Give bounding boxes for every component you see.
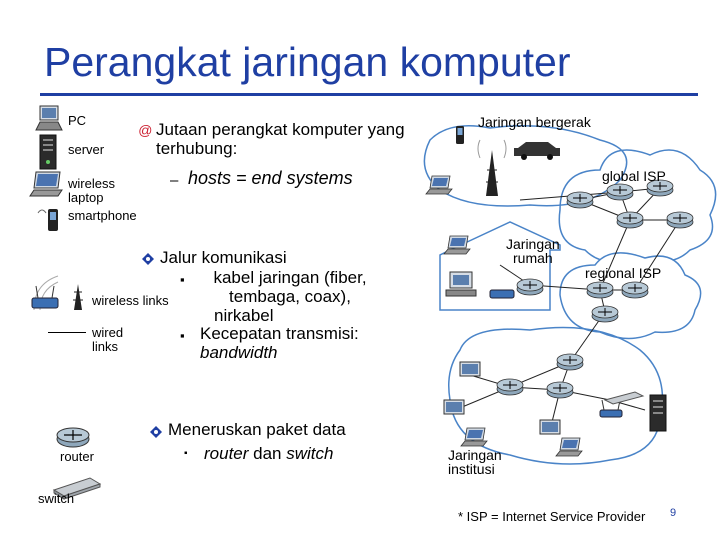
- institution-network-label-line2: institusi: [448, 461, 495, 477]
- bullet2-sub2-marker: ▪: [180, 328, 185, 343]
- institution-pc-icon: [443, 399, 465, 415]
- institution-pc-icon: [539, 419, 561, 435]
- legend-switch-label: switch: [38, 491, 75, 506]
- mobile-network-label: Jaringan bergerak: [478, 114, 591, 130]
- legend-server-label: server: [68, 142, 105, 157]
- institution-network-label-line1: Jaringan: [448, 447, 502, 463]
- regional-isp-router: [586, 281, 614, 299]
- home-router: [516, 278, 544, 296]
- bullet2-marker-icon: [142, 253, 154, 265]
- legend-smartphone-label: smartphone: [68, 208, 137, 223]
- bullet3-marker-icon: [150, 426, 162, 438]
- laptop-icon: [460, 427, 488, 447]
- laptop-icon: [555, 437, 583, 457]
- bullet1-text: Jutaan perangkat komputer yang terhubung…: [156, 120, 426, 158]
- legend-wireless-links-label: wireless links: [92, 293, 169, 308]
- router-icon: [56, 427, 90, 448]
- bullet2-sub2: Kecepatan transmisi: bandwidth: [200, 324, 359, 362]
- legend-wireless-laptop-label: wireless laptop: [68, 176, 115, 205]
- regional-isp-router: [621, 281, 649, 299]
- institution-router: [496, 378, 524, 396]
- global-isp-router: [566, 191, 594, 209]
- network-diagram: [423, 124, 717, 465]
- bullet2-head: Jalur komunikasi: [160, 248, 287, 267]
- legend-router-label: router: [60, 449, 94, 464]
- global-isp-router: [616, 211, 644, 229]
- home-pc-icon: [445, 271, 477, 297]
- institution-network-outline: [448, 326, 664, 465]
- bullet3-and-word: dan: [248, 444, 287, 463]
- laptop-icon: [443, 235, 471, 255]
- bullet2-sub1-line3: nirkabel: [214, 306, 274, 325]
- bullet2-sub2-line2: bandwidth: [200, 343, 278, 362]
- bullet2-sub2-line1: Kecepatan transmisi:: [200, 324, 359, 343]
- home-network-house: [439, 221, 561, 311]
- footer-note: * ISP = Internet Service Provider: [458, 509, 646, 524]
- bullet2-sub1: kabel jaringan (fiber, tembaga, coax), n…: [200, 268, 380, 325]
- laptop-icon: [29, 171, 63, 197]
- bullet2-sub1-line1: kabel jaringan (fiber,: [213, 268, 367, 287]
- server-rack-icon: [649, 394, 667, 432]
- switch-icon: [52, 477, 102, 500]
- car-icon: [514, 142, 560, 160]
- bullet3-sub: router dan switch: [204, 444, 333, 463]
- institution-router: [546, 381, 574, 399]
- bullet3-switch-word: switch: [286, 444, 334, 463]
- pc-icon: [35, 105, 63, 131]
- bullet3-router-word: router: [204, 444, 249, 463]
- home-network-label-line2: rumah: [513, 250, 553, 266]
- bullet1-dash: –: [170, 172, 179, 189]
- bullet2-sub1-marker: ▪: [180, 272, 185, 287]
- bullet1-line1: Jutaan perangkat komputer yang: [156, 120, 405, 139]
- bullet3-head: Meneruskan paket data: [168, 420, 346, 439]
- wired-link-sample: [48, 332, 86, 333]
- home-network-label: Jaringan rumah: [506, 237, 560, 265]
- wireless-links-icon: [31, 275, 83, 311]
- bullet2-sub1-line2: tembaga, coax),: [229, 287, 351, 306]
- page-title: Perangkat jaringan komputer: [44, 39, 571, 85]
- global-isp-router: [666, 211, 694, 229]
- bullet1-marker: @: [138, 122, 153, 138]
- title-rule: [40, 93, 698, 96]
- legend-pc-label: PC: [68, 113, 87, 128]
- global-isp-label: global ISP: [602, 168, 666, 184]
- regional-isp-router: [591, 305, 619, 323]
- institution-router: [556, 353, 584, 371]
- smartphone-icon: [456, 126, 464, 144]
- cell-tower-icon: [477, 139, 507, 196]
- bullet3-sub-marker: ▪: [184, 448, 188, 459]
- institution-pc-icon: [459, 361, 481, 377]
- legend-wired-links-label: wired links: [92, 325, 124, 354]
- home-router-box-icon: [489, 289, 515, 299]
- institution-switch-icon: [603, 391, 645, 405]
- regional-isp-label: regional ISP: [585, 265, 662, 281]
- home-network-label-line1: Jaringan: [506, 236, 560, 252]
- global-isp-router: [606, 183, 634, 201]
- bullet1-line2: terhubung:: [156, 139, 238, 158]
- page-number: 9: [670, 507, 677, 519]
- server-icon: [39, 134, 57, 170]
- institution-access-point-icon: [599, 399, 623, 418]
- smartphone-icon: [37, 209, 58, 231]
- bullet1-sub: hosts = end systems: [188, 168, 353, 188]
- institution-network-label: Jaringan institusi: [448, 448, 502, 476]
